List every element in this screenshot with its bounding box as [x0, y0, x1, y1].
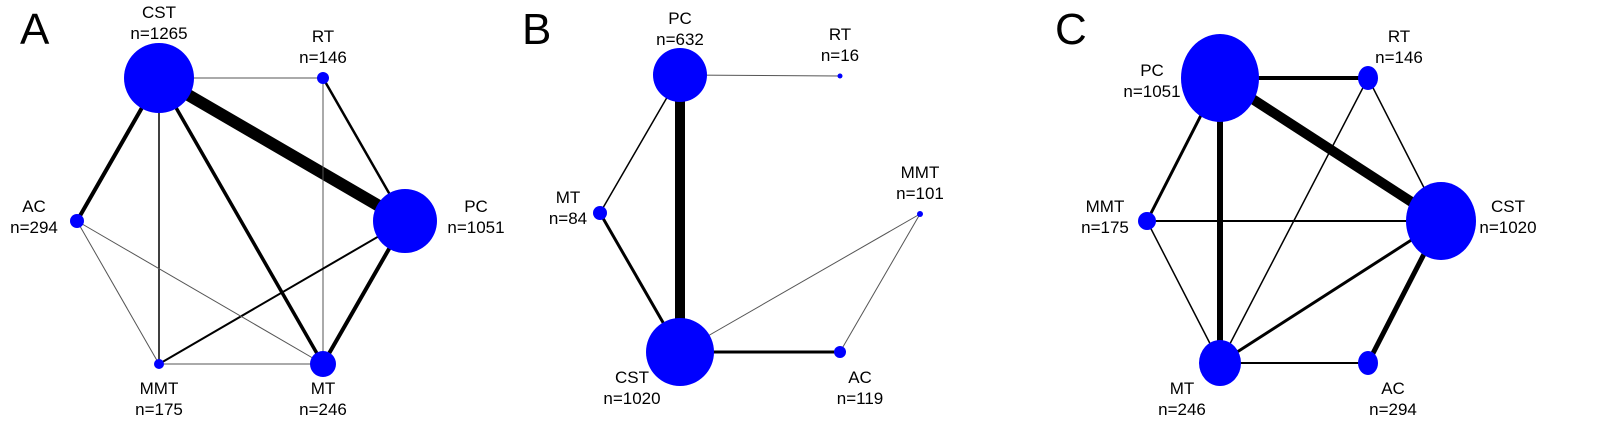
panel-a-node-label-rt: RT [312, 27, 334, 46]
panel-c-node-cst [1406, 182, 1476, 260]
panel-a-edge-ac-mmt [76, 220, 160, 365]
panel-b-node-mt [593, 206, 607, 220]
panel-c-edge-mt-cst [1219, 219, 1442, 365]
panel-c-node-count-mt: n=246 [1158, 400, 1206, 419]
panel-a-node-count-mmt: n=175 [135, 400, 183, 419]
panel-a-node-mmt [154, 359, 164, 369]
panel-a-node-label-mt: MT [311, 379, 336, 398]
panel-c-node-label-mmt: MMT [1086, 197, 1125, 216]
panel-b-node-count-rt: n=16 [821, 46, 859, 65]
panel-a-node-cst [124, 43, 194, 113]
panel-b-node-ac [834, 346, 846, 358]
panel-a-node-count-cst: n=1265 [130, 24, 187, 43]
panel-a-node-count-mt: n=246 [299, 400, 347, 419]
panel-c-node-rt [1358, 66, 1378, 90]
panel-b-node-label-mt: MT [556, 188, 581, 207]
panel-a-node-pc [373, 189, 437, 253]
panel-b-node-cst [646, 318, 714, 386]
panel-c-node-count-cst: n=1020 [1479, 218, 1536, 237]
panel-c-node-count-ac: n=294 [1369, 400, 1417, 419]
panel-a-edge-cst-pc [155, 72, 409, 227]
panel-c-node-mmt [1138, 212, 1156, 230]
panel-c-node-count-pc: n=1051 [1123, 82, 1180, 101]
panel-b-node-label-mmt: MMT [901, 163, 940, 182]
panel-c-node-pc [1181, 34, 1259, 122]
panel-c-node-count-rt: n=146 [1375, 48, 1423, 67]
panel-a-node-ac [70, 214, 84, 228]
panel-c-edge-mmt-mt [1146, 220, 1221, 364]
panel-c-letter: C [1055, 5, 1087, 54]
panel-c-node-ac [1358, 351, 1378, 375]
panel-c-node-count-mmt: n=175 [1081, 218, 1129, 237]
panel-a-node-label-mmt: MMT [140, 379, 179, 398]
panel-b-edge-cst-mmt [679, 213, 921, 353]
panel-b-node-count-pc: n=632 [656, 30, 704, 49]
panel-b-node-mmt [917, 211, 923, 217]
panel-a-edge-cst-mt [157, 77, 325, 365]
panel-b-node-pc [653, 48, 707, 102]
panel-b-edge-mmt-ac [839, 213, 921, 353]
panel-a-node-count-pc: n=1051 [447, 218, 504, 237]
panel-b-letter: B [522, 5, 551, 54]
panel-b-node-label-pc: PC [668, 9, 692, 28]
panel-a-node-rt [317, 72, 329, 84]
panel-a-node-count-ac: n=294 [10, 218, 58, 237]
panel-c-node-label-pc: PC [1140, 61, 1164, 80]
panel-b-node-count-mt: n=84 [549, 209, 587, 228]
panel-c-node-label-rt: RT [1388, 27, 1410, 46]
panel-a-edge-ac-mt [76, 220, 324, 365]
panel-a-node-count-rt: n=146 [299, 48, 347, 67]
panel-a-node-label-cst: CST [142, 3, 176, 22]
panel-b-node-label-cst: CST [615, 368, 649, 387]
panel-a-edge-pc-mmt [158, 220, 406, 365]
panel-c-node-mt [1199, 340, 1241, 386]
panel-a-letter: A [20, 5, 50, 54]
panel-b-node-label-ac: AC [848, 368, 872, 387]
panel-c-node-label-cst: CST [1491, 197, 1525, 216]
panel-c-node-label-mt: MT [1170, 379, 1195, 398]
panel-a-node-label-ac: AC [22, 197, 46, 216]
panel-b-node-label-rt: RT [829, 25, 851, 44]
panel-a-node-label-pc: PC [464, 197, 488, 216]
panel-a-node-mt [310, 351, 336, 377]
panel-b-node-rt [837, 73, 843, 79]
panel-b-node-count-ac: n=119 [837, 389, 883, 408]
panel-c-node-label-ac: AC [1381, 379, 1405, 398]
panel-b-node-count-cst: n=1020 [603, 389, 660, 408]
panel-b-node-count-mmt: n=101 [896, 184, 944, 203]
